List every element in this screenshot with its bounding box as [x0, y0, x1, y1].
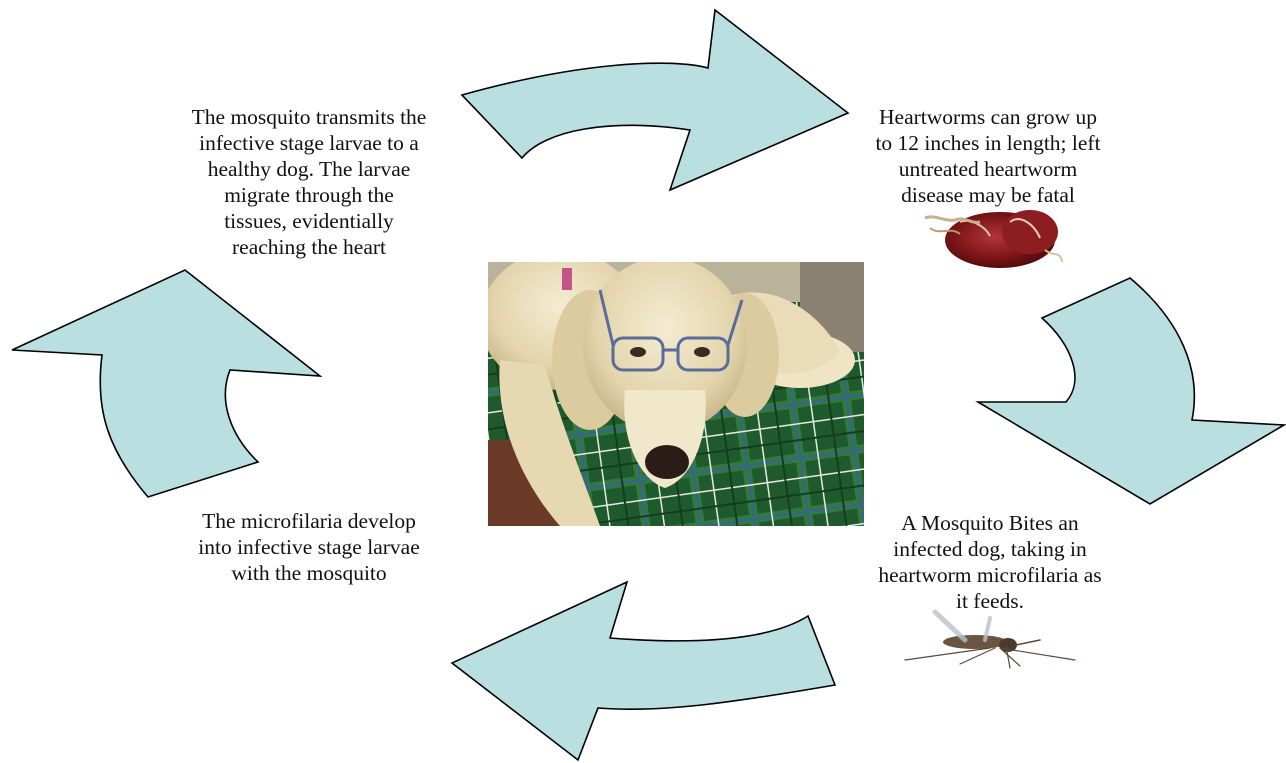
bottom-arrow	[452, 582, 835, 760]
dog-photo	[480, 250, 864, 526]
top-arrow	[462, 10, 848, 190]
step-transmission-text: The mosquito transmits the infective sta…	[150, 104, 468, 260]
step-development-text: The microfilaria develop into infective …	[150, 508, 468, 586]
heart-with-worms-image	[925, 210, 1062, 268]
mosquito-image	[905, 612, 1075, 668]
left-arrow	[12, 270, 320, 497]
step-bite-text: A Mosquito Bites an infected dog, taking…	[830, 510, 1150, 614]
step-growth-text: Heartworms can grow up to 12 inches in l…	[838, 104, 1138, 208]
right-arrow	[978, 278, 1284, 504]
